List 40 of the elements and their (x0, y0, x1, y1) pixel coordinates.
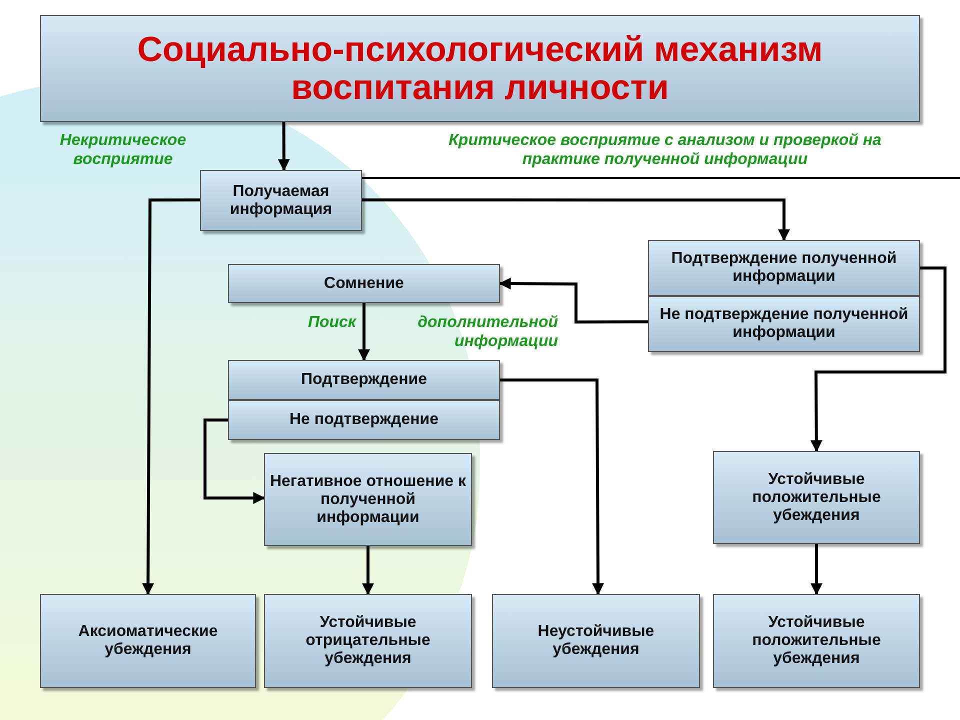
arrow (498, 278, 648, 324)
process-box (200, 170, 362, 231)
title-box (40, 15, 920, 122)
annotation-text: Некритическое восприятие (58, 131, 188, 169)
arrow (142, 198, 200, 596)
arrow (500, 378, 604, 596)
process-box (228, 400, 500, 440)
annotation-text: дополнительной информации (416, 313, 558, 351)
box-text: Подтверждение полученной информации (670, 250, 898, 286)
box-text: Получаемая информация (228, 182, 334, 218)
arrow (358, 303, 370, 362)
process-box (228, 264, 500, 303)
box-text: Не подтверждение (290, 411, 438, 429)
process-box (713, 594, 920, 688)
box-text: Устойчивые отрицательные убеждения (304, 614, 432, 668)
process-box (40, 594, 256, 688)
box-text: Устойчивые положительные убеждения (751, 614, 882, 668)
process-box (648, 296, 920, 352)
process-box (492, 594, 700, 688)
arrow (810, 544, 822, 596)
box-text: Подтверждение (301, 371, 427, 389)
arrow (278, 122, 290, 172)
box-text: Устойчивые положительные убеждения (751, 470, 882, 524)
process-box (264, 453, 472, 546)
arrow (362, 198, 790, 242)
process-box (648, 240, 920, 296)
process-box (713, 451, 920, 544)
arrow (810, 266, 946, 452)
box-text: Не подтверждение полученной информации (658, 306, 910, 342)
process-box (228, 360, 500, 400)
box-text: Неустойчивые убеждения (536, 623, 656, 659)
box-text: Негативное отношение к полученной информации (269, 472, 467, 526)
arrow (204, 418, 266, 504)
arrow (362, 546, 374, 596)
title-text: Социально-психологический механизм воспитания личности (136, 30, 824, 106)
box-text: Аксиоматические убеждения (77, 623, 219, 659)
box-text: Сомнение (324, 274, 404, 292)
process-box (264, 594, 472, 688)
annotation-text: Поиск (306, 313, 356, 332)
annotation-text: Критическое восприятие с анализом и проверкой на практике полученной информации (448, 131, 882, 169)
